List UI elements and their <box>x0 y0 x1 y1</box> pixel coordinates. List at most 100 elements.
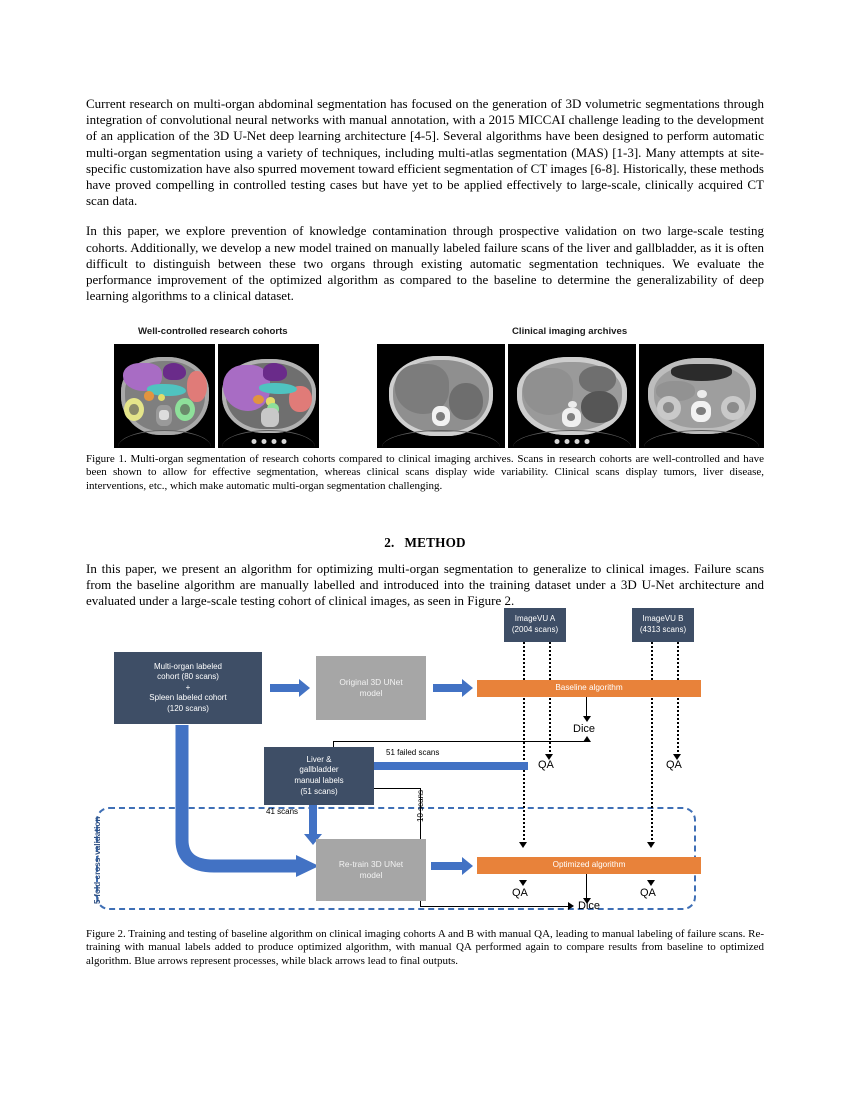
scan-table-arc <box>382 430 500 447</box>
scans-10-to-dice-line <box>420 906 570 907</box>
pancreas-overlay <box>146 383 186 396</box>
qa-bottom-left-label: QA <box>512 887 528 899</box>
scan-table-arc <box>222 430 315 447</box>
liver-region <box>395 364 450 414</box>
training-cohort-line4: (120 scans) <box>167 703 209 713</box>
spinal-canal <box>696 406 706 415</box>
arrow-cohort-to-retrain <box>175 725 319 877</box>
qa-return-arrowhead <box>583 736 591 742</box>
imagevu-a-box: ImageVU A (2004 scans) <box>504 608 566 642</box>
figure1-caption: Figure 1. Multi-organ segmentation of re… <box>86 453 764 492</box>
qa-top-right-label: QA <box>666 759 682 771</box>
original-unet-model-box: Original 3D UNet model <box>316 656 426 720</box>
optimized-to-dice-arrowhead <box>583 898 591 904</box>
training-cohort-line2: cohort (80 scans) <box>157 672 219 682</box>
imagevu-b-dotted-line-left <box>651 642 653 844</box>
manual-labels-line2: gallbladder <box>299 765 339 775</box>
retrain-model-line1: Re-train 3D UNet <box>338 859 404 870</box>
section-number: 2. <box>384 535 395 550</box>
qa-bottom-right-label: QA <box>640 887 656 899</box>
pancreas-overlay <box>259 382 297 394</box>
imagevu-b-arrowhead-bottom <box>647 842 655 848</box>
kidney-left-core <box>662 402 675 414</box>
arrow-cohort-to-original-model <box>270 679 310 697</box>
qa-return-horizontal-line <box>333 741 587 742</box>
imagevu-b-box: ImageVU B (4313 scans) <box>632 608 694 642</box>
scans-10-to-dice-arrowhead <box>568 902 574 910</box>
optimized-qa-left-arrowhead <box>519 880 527 886</box>
arrow-41-scans-to-retrain <box>304 805 322 845</box>
clinical-scan-2 <box>508 344 636 448</box>
imagevu-a-arrowhead-bottom <box>519 842 527 848</box>
baseline-algorithm-bar: Baseline algorithm <box>477 680 701 697</box>
research-scan-1 <box>114 344 215 448</box>
spleen-region <box>580 391 619 423</box>
failed-scans-label: 51 failed scans <box>386 748 440 757</box>
figure-1: Well-controlled research cohorts Clinica… <box>86 326 764 448</box>
scan-table-arc <box>513 430 631 447</box>
figure2-caption: Figure 2. Training and testing of baseli… <box>86 928 764 967</box>
method-paragraph: In this paper, we present an algorithm f… <box>86 561 764 609</box>
section-title: METHOD <box>404 535 466 550</box>
spleen-overlay <box>187 371 207 403</box>
spinal-canal <box>566 413 576 421</box>
baseline-to-dice-arrowhead <box>583 716 591 722</box>
scans-10-horizontal-line <box>374 788 420 789</box>
vertebra <box>159 410 169 421</box>
training-cohort-box: Multi-organ labeled cohort (80 scans) + … <box>114 652 262 724</box>
kidney-left-core <box>129 403 139 415</box>
imagevu-b-dotted-line-right <box>677 642 679 756</box>
gallbladder-overlay <box>144 391 154 401</box>
imagevu-b-line2: (4313 scans) <box>639 625 687 634</box>
manual-labels-line3: manual labels <box>294 776 344 785</box>
aorta-region <box>697 389 707 399</box>
dice-top-label: Dice <box>573 723 596 735</box>
imagevu-a-dotted-line-left <box>523 642 525 844</box>
stomach-overlay <box>162 363 186 381</box>
dice-bottom-label: Dice <box>578 900 601 912</box>
optimized-to-dice-line <box>586 874 587 900</box>
figure2-caption-wrap: Figure 2. Training and testing of baseli… <box>86 928 764 968</box>
research-scan-2 <box>218 344 319 448</box>
figure1-left-label: Well-controlled research cohorts <box>138 326 288 337</box>
clinical-scan-1 <box>377 344 505 448</box>
imagevu-a-dotted-line-right <box>549 642 551 756</box>
stomach-region <box>578 366 616 393</box>
imagevu-b-line1: ImageVU B <box>642 614 684 624</box>
aorta-overlay <box>265 397 276 406</box>
figure1-caption-wrap: Figure 1. Multi-organ segmentation of re… <box>86 453 764 493</box>
original-model-line1: Original 3D UNet <box>339 677 403 688</box>
figure-2-flowchart: 5-fold cross-validation ImageVU A (2004 … <box>86 604 764 916</box>
retrain-unet-model-box: Re-train 3D UNet model <box>316 839 426 901</box>
kidney-right-core <box>180 403 190 415</box>
kidney-right-core <box>727 402 740 414</box>
intro-paragraph-2: In this paper, we explore prevention of … <box>86 223 764 304</box>
manual-labels-box: Liver & gallbladder manual labels (51 sc… <box>264 747 374 805</box>
spinal-canal <box>435 412 446 421</box>
aorta-region <box>567 400 578 409</box>
training-cohort-plus: + <box>185 682 191 692</box>
article-body: Current research on multi-organ abdomina… <box>86 96 764 318</box>
baseline-algorithm-label: Baseline algorithm <box>555 683 623 693</box>
aorta-overlay <box>158 394 166 402</box>
stomach-region <box>449 383 483 420</box>
baseline-to-dice-line <box>586 697 587 718</box>
qa-top-left-label: QA <box>538 759 554 771</box>
imagevu-a-arrowhead <box>545 754 553 760</box>
intro-paragraph-1: Current research on multi-organ abdomina… <box>86 96 764 209</box>
clinical-scan-3 <box>639 344 764 448</box>
scans-41-label: 41 scans <box>266 807 299 816</box>
optimized-algorithm-label: Optimized algorithm <box>552 860 626 870</box>
scan-table-arc <box>118 430 211 447</box>
method-section: 2. METHOD In this paper, we present an al… <box>86 527 764 624</box>
training-cohort-line3: Spleen labeled cohort <box>149 693 227 703</box>
spleen-overlay <box>289 385 312 413</box>
figure1-right-label: Clinical imaging archives <box>512 326 628 337</box>
gallbladder-overlay <box>252 394 264 405</box>
optimized-algorithm-bar: Optimized algorithm <box>477 857 701 874</box>
scan-table-arc <box>644 430 759 447</box>
manual-labels-line1: Liver & <box>306 754 332 764</box>
liver-region <box>656 380 695 401</box>
spine <box>260 407 279 428</box>
